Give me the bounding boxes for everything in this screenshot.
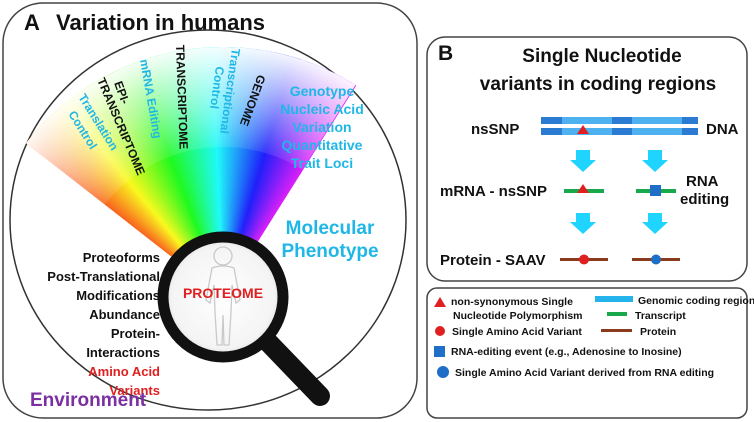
feature-item-red: Variants xyxy=(109,383,160,398)
dna-coding-segment xyxy=(562,117,612,124)
panel-b-title-line2: variants in coding regions xyxy=(480,74,717,95)
genotype-line: Quantitative xyxy=(282,137,363,153)
rna-editing-label-line1: RNA xyxy=(686,173,719,190)
legend-item-genomic-region: Genomic coding region xyxy=(595,295,754,307)
feature-item: Abundance xyxy=(89,307,160,322)
spectrum-fade xyxy=(25,47,356,205)
magnifier-lens xyxy=(157,231,289,363)
molecular-phenotype-line: Molecular xyxy=(286,218,375,239)
nssnp-label: nsSNP xyxy=(471,121,519,138)
snp-triangle-icon xyxy=(577,184,589,193)
human-silhouette-icon xyxy=(205,246,241,346)
dna-strand-top xyxy=(541,117,698,124)
legend-item-transcript: Transcript xyxy=(607,310,686,322)
legend-frame xyxy=(426,287,748,419)
dna-double-strand xyxy=(541,117,698,135)
feature-item: Proteoforms xyxy=(83,250,160,265)
fan-label-transcriptome: TRANSCRIPTOME xyxy=(173,45,191,150)
legend-text: Transcript xyxy=(635,310,686,322)
panel-b-letter: B xyxy=(438,42,453,65)
arrow-down-icon xyxy=(642,213,668,234)
rna-saav-dot-icon xyxy=(651,254,661,265)
spectrum-fan xyxy=(25,46,357,261)
panel-a-letter: A xyxy=(24,10,40,35)
feature-item: Interactions xyxy=(86,345,160,360)
feature-item-red: Amino Acid xyxy=(88,364,160,379)
rna-edit-square-icon xyxy=(650,185,661,196)
genotype-block: Genotype Nucleic Acid Variation Quantita… xyxy=(280,83,364,171)
legend-blue-bar-icon xyxy=(595,296,633,302)
legend-item-nssnp: non-synonymous Single Nucleotide Polymor… xyxy=(434,296,583,322)
magnifying-glass-icon: PROTEOME xyxy=(157,231,330,406)
arrow-down-icon xyxy=(570,150,596,172)
mrna-nssnp-label: mRNA - nsSNP xyxy=(440,183,547,200)
rna-editing-label-line2: editing xyxy=(680,191,729,208)
feature-item: Protein- xyxy=(111,326,160,341)
dna-strand-bottom xyxy=(541,128,698,135)
legend-text: Protein xyxy=(640,326,676,338)
feature-item: Post-Translational xyxy=(47,269,160,284)
genotype-line: Variation xyxy=(292,119,351,135)
dna-coding-segment xyxy=(632,117,682,124)
molecular-phenotype: Molecular Phenotype xyxy=(281,218,378,262)
legend-text: non-synonymous Single xyxy=(451,296,573,308)
magnifier-handle xyxy=(258,332,330,406)
legend-brown-bar-icon xyxy=(601,329,632,332)
legend-triangle-icon xyxy=(434,297,446,307)
protein-saav-label: Protein - SAAV xyxy=(440,252,546,269)
legend-red-dot-icon xyxy=(435,326,445,336)
dna-coding-segment xyxy=(632,128,682,135)
arrow-down-icon xyxy=(642,150,668,172)
genotype-line: Genotype xyxy=(290,83,355,99)
genotype-line: Nucleic Acid xyxy=(280,101,364,117)
genotype-line: Trait Loci xyxy=(291,155,353,171)
environment-circle xyxy=(9,29,407,411)
legend-text: RNA-editing event (e.g., Adenosine to In… xyxy=(451,346,682,358)
legend-green-bar-icon xyxy=(607,312,627,316)
dna-label: DNA xyxy=(706,121,739,138)
arrow-down-icon xyxy=(570,213,596,234)
legend-item-saav: Single Amino Acid Variant xyxy=(435,326,582,338)
legend-text: Single Amino Acid Variant derived from R… xyxy=(455,367,714,379)
legend-text: Nucleotide Polymorphism xyxy=(453,310,583,322)
proteome-label: PROTEOME xyxy=(183,285,263,301)
legend-blue-dot-icon xyxy=(437,366,449,378)
molecular-phenotype-line: Phenotype xyxy=(281,241,378,262)
legend-text: Single Amino Acid Variant xyxy=(452,326,582,338)
environment-label: Environment xyxy=(30,390,147,411)
legend-item-rna-edit: RNA-editing event (e.g., Adenosine to In… xyxy=(434,346,682,358)
legend-item-protein: Protein xyxy=(601,326,676,338)
fan-label-transcriptional-control: Control xyxy=(207,66,227,110)
legend-item-rna-saav: Single Amino Acid Variant derived from R… xyxy=(437,366,714,379)
feature-item: Modifications xyxy=(76,288,160,303)
legend-blue-square-icon xyxy=(434,346,445,357)
proteome-feature-list: Proteoforms Post-Translational Modificat… xyxy=(47,250,160,398)
legend-text: Genomic coding region xyxy=(638,295,754,307)
saav-dot-icon xyxy=(579,254,589,265)
snp-triangle-icon xyxy=(577,125,589,134)
panel-b-title-line1: Single Nucleotide xyxy=(522,46,681,67)
